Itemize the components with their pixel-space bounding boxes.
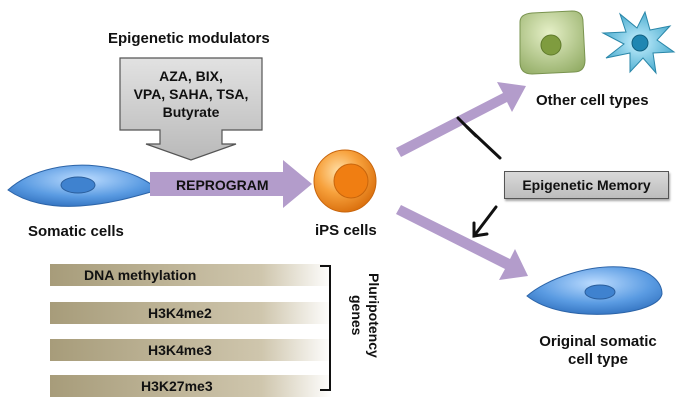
modulators-box: AZA, BIX, VPA, SAHA, TSA, Butyrate xyxy=(120,58,262,130)
genes-label: genes xyxy=(348,295,365,335)
inhibition-icon xyxy=(456,116,502,160)
somatic-label: Somatic cells xyxy=(28,223,124,240)
original-cell-label: Original somatic cell type xyxy=(533,333,663,369)
mark-label-h3k4me3: H3K4me3 xyxy=(148,342,212,358)
somatic-cell-icon xyxy=(7,164,159,207)
reprogram-label: REPROGRAM xyxy=(176,177,269,193)
mark-bar-3 xyxy=(50,339,332,361)
memory-box: Epigenetic Memory xyxy=(504,171,669,199)
modulator-line-2: VPA, SAHA, TSA, xyxy=(133,86,249,102)
modulator-line-1: AZA, BIX, xyxy=(159,68,223,84)
mark-label-dna-methylation: DNA methylation xyxy=(84,267,197,283)
modulator-callout-shape xyxy=(119,57,263,161)
other-cells-label: Other cell types xyxy=(536,92,649,109)
green-cell-icon xyxy=(519,10,586,75)
mark-bar-1 xyxy=(50,264,332,286)
bracket xyxy=(320,265,331,391)
mark-bar-2 xyxy=(50,302,332,324)
modulator-line-3: Butyrate xyxy=(162,104,220,120)
original-label-line-1: Original somatic xyxy=(539,333,657,350)
pluripotency-line-1: Pluripotency xyxy=(366,273,382,358)
mark-label-h3k4me2: H3K4me2 xyxy=(148,305,212,321)
arrow-to-original-cell xyxy=(396,205,528,280)
original-label-line-2: cell type xyxy=(567,351,629,368)
pluripotency-label: Pluripotency xyxy=(365,273,382,358)
pluripotency-line-2: genes xyxy=(349,295,365,336)
mark-label-h3k27me3: H3K27me3 xyxy=(141,378,213,394)
ips-label: iPS cells xyxy=(315,222,377,239)
reprogram-arrow xyxy=(150,160,312,208)
memory-arrow-icon xyxy=(472,205,498,238)
ips-cell-icon xyxy=(313,149,377,213)
star-cell-icon xyxy=(601,10,676,75)
modulators-title: Epigenetic modulators xyxy=(108,30,270,47)
mark-bar-4 xyxy=(50,375,332,397)
original-somatic-cell-icon xyxy=(526,266,663,315)
